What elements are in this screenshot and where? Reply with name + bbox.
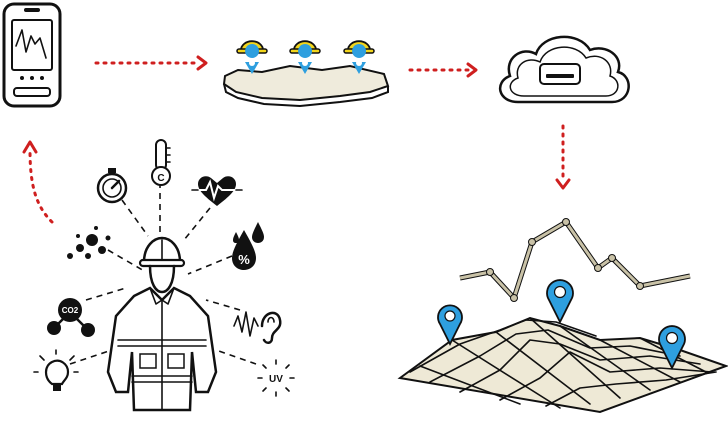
handheld-device-icon [2, 2, 62, 108]
particles-icon [67, 226, 111, 259]
flow-arrow-worker-to-device [22, 140, 54, 224]
flow-arrow-map-to-cloud [408, 62, 478, 78]
co2-molecule-icon: CO2 [47, 298, 95, 337]
worker-location-pin-icon [236, 40, 268, 74]
humidity-label: % [238, 252, 250, 267]
light-sensor-icon [33, 349, 79, 391]
thermometer-icon: C [151, 139, 171, 186]
location-pin-icon [546, 279, 574, 325]
stopwatch-icon [96, 168, 128, 204]
heart-rate-icon [191, 176, 243, 206]
sensor-data-line-graph [459, 218, 691, 302]
humidity-icon: % [232, 222, 264, 270]
worker-location-pin-icon [343, 40, 375, 74]
noise-sensor-icon [233, 311, 282, 344]
terrain-mesh [397, 316, 728, 414]
flow-arrow-cloud-to-analytics [555, 124, 571, 190]
co2-label: CO2 [62, 306, 79, 315]
cloud-storage-icon [498, 35, 630, 104]
sensor-connectors [69, 182, 257, 365]
uv-label: UV [269, 374, 283, 385]
flow-arrow-device-to-map [94, 55, 208, 71]
worker-figure [106, 236, 218, 412]
location-pin-icon [658, 325, 686, 371]
uv-sensor-icon: UV [257, 359, 295, 397]
location-pin-icon [437, 304, 463, 347]
worker-location-pin-icon [289, 40, 321, 74]
map-with-workers [222, 64, 390, 108]
thermometer-label: C [157, 173, 164, 184]
